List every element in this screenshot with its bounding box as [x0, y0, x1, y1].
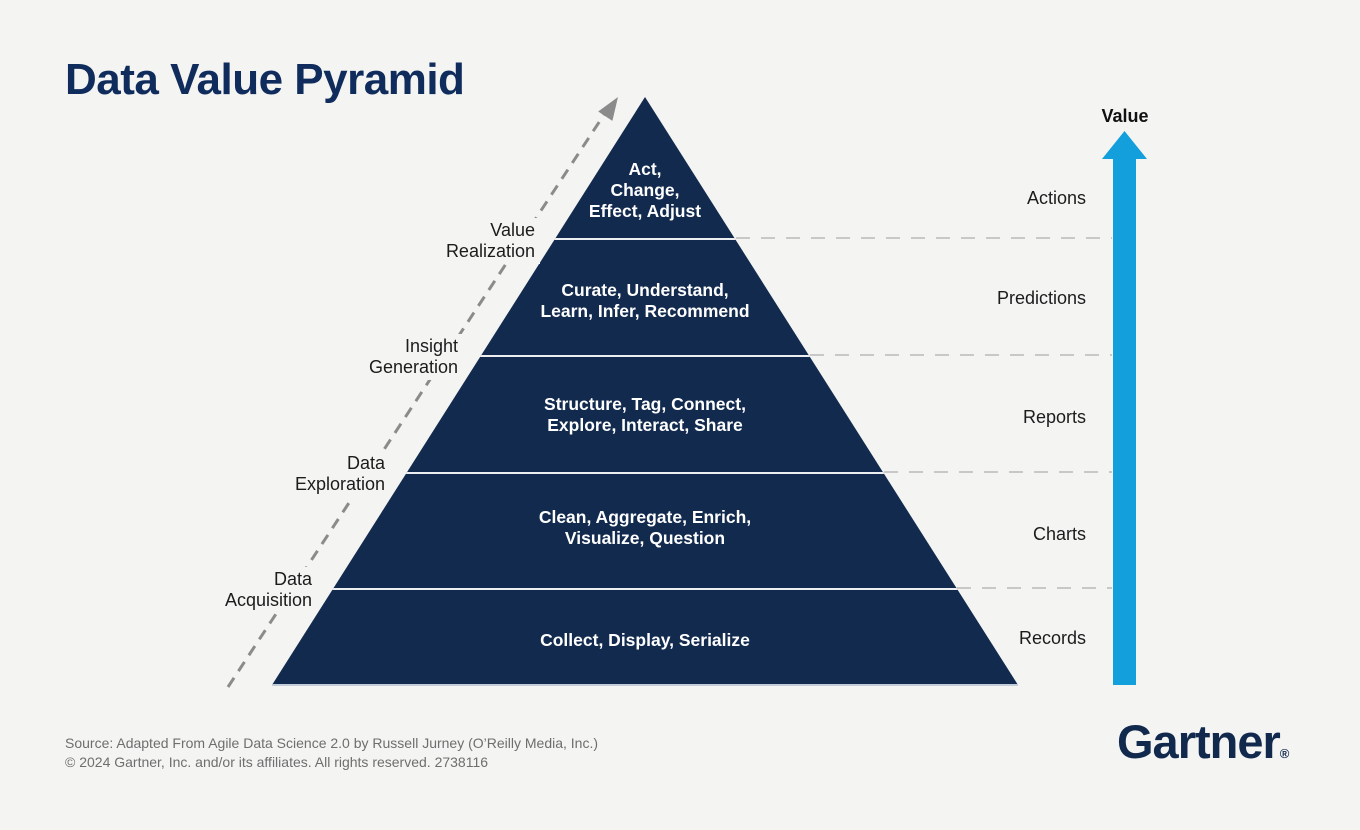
level-text-line: Explore, Interact, Share: [547, 415, 743, 435]
gartner-logo-text: Gartner: [1117, 715, 1281, 768]
stage-label-value-realization: Value Realization: [440, 218, 540, 264]
value-arrowhead-icon: [1102, 131, 1147, 159]
source-attribution: Source: Adapted From Agile Data Science …: [65, 734, 598, 772]
stage-label-line: Value: [490, 220, 535, 240]
level-divider-1: [272, 238, 1018, 240]
pyramid-level-charts-text: Clean, Aggregate, Enrich, Visualize, Que…: [272, 507, 1018, 549]
gartner-logo: Gartner®: [1117, 716, 1289, 780]
page-title: Data Value Pyramid: [65, 55, 465, 104]
level-divider-4: [272, 588, 1018, 590]
stage-label-line: Exploration: [294, 474, 385, 494]
output-label-reports: Reports: [1022, 407, 1086, 427]
level-text-line: Clean, Aggregate, Enrich,: [538, 507, 752, 527]
level-text-line: Curate, Understand,: [561, 280, 729, 300]
stage-label-line: Generation: [368, 357, 458, 377]
growth-arrowhead-icon: [598, 97, 618, 121]
stage-label-line: Realization: [445, 241, 535, 261]
stage-label-insight-generation: Insight Generation: [363, 334, 463, 380]
pyramid-level-reports-text: Structure, Tag, Connect, Explore, Intera…: [272, 394, 1018, 436]
copyright-line: © 2024 Gartner, Inc. and/or its affiliat…: [65, 754, 489, 770]
level-divider-2: [272, 355, 1018, 357]
stage-label-line: Data: [273, 569, 312, 589]
level-divider-3: [272, 472, 1018, 474]
pyramid-level-records-text: Collect, Display, Serialize: [272, 630, 1018, 651]
level-text-line: Learn, Infer, Recommend: [540, 301, 750, 321]
level-text-line: Change,: [610, 180, 680, 200]
stage-label-data-acquisition: Data Acquisition: [219, 567, 317, 613]
stage-label-line: Acquisition: [224, 590, 312, 610]
output-label-records: Records: [1018, 628, 1086, 648]
pyramid-level-predictions-text: Curate, Understand, Learn, Infer, Recomm…: [272, 280, 1018, 322]
output-label-actions: Actions: [1026, 188, 1086, 208]
level-text-line: Visualize, Question: [564, 528, 726, 548]
value-axis-label: Value: [1101, 106, 1149, 126]
output-label-predictions: Predictions: [996, 288, 1086, 308]
level-text-line: Effect, Adjust: [588, 201, 702, 221]
source-line: Source: Adapted From Agile Data Science …: [65, 735, 599, 751]
value-arrow-shaft: [1113, 157, 1136, 685]
stage-label-line: Data: [346, 453, 385, 473]
stage-label-data-exploration: Data Exploration: [289, 451, 390, 497]
pyramid-level-actions-text: Act, Change, Effect, Adjust: [272, 159, 1018, 222]
level-text-line: Structure, Tag, Connect,: [544, 394, 746, 414]
pyramid-base-line: [272, 684, 1018, 686]
level-text-line: Collect, Display, Serialize: [540, 630, 750, 650]
output-label-charts: Charts: [1032, 524, 1086, 544]
registered-mark: ®: [1279, 746, 1290, 761]
level-text-line: Act,: [628, 159, 662, 179]
stage-label-line: Insight: [404, 336, 458, 356]
